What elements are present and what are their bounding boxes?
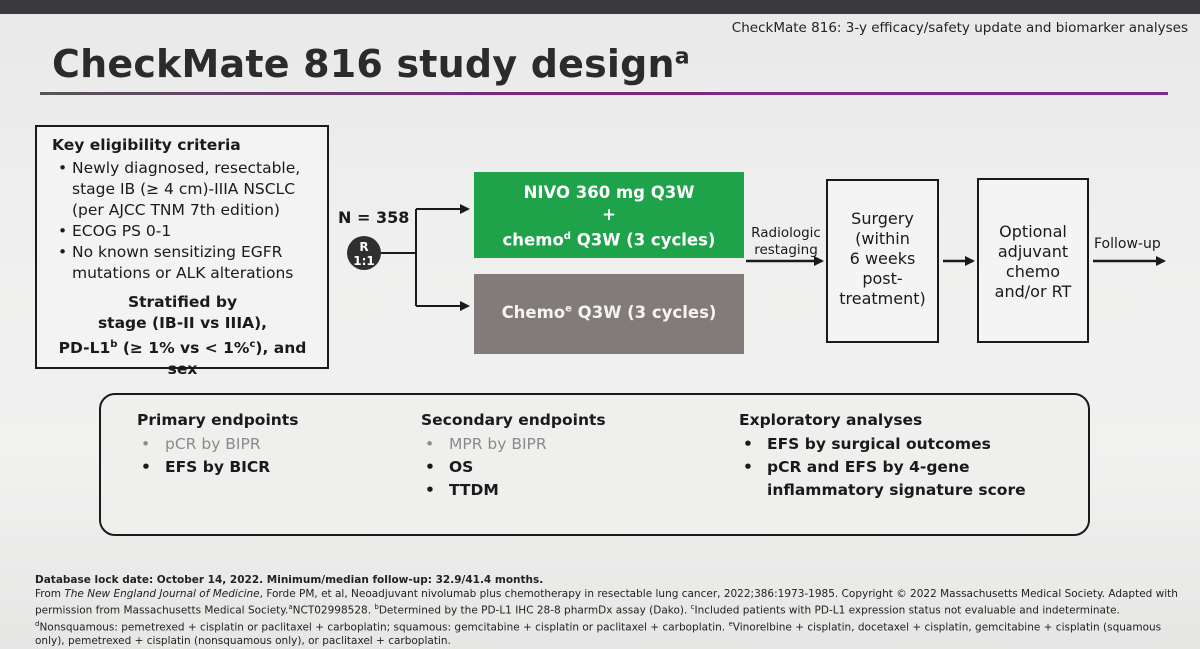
footnote-mark: b <box>110 339 118 350</box>
strat-text: ), and sex <box>167 339 307 379</box>
adjuvant-line: and/or RT <box>994 282 1072 301</box>
arm-text: chemo <box>502 230 564 250</box>
adjuvant-box: Optional adjuvant chemo and/or RT <box>977 178 1089 343</box>
fn-text: NCT02998528. <box>292 604 375 617</box>
restaging-label: Radiologic restaging <box>748 225 824 259</box>
surgery-line: treatment) <box>839 289 926 308</box>
adjuvant-line: chemo <box>1005 262 1061 281</box>
sample-size: N = 358 <box>338 208 410 227</box>
exploratory-heading: Exploratory analyses <box>739 411 923 429</box>
secondary-heading: Secondary endpoints <box>421 411 606 429</box>
strat-text: (≥ 1% vs < 1% <box>117 339 250 358</box>
strat-text: PD-L1 <box>58 339 111 358</box>
footnote-mark: c <box>690 603 695 611</box>
footnote-mark: a <box>288 603 293 611</box>
footnote-mark: e <box>728 620 733 628</box>
arm-text: Q3W (3 cycles) <box>571 303 717 322</box>
endpoints-box: Primary endpoints pCR by BIPR EFS by BIC… <box>99 393 1090 536</box>
header-tag: CheckMate 816: 3-y efficacy/safety updat… <box>731 20 1188 36</box>
surgery-line: 6 weeks <box>849 249 916 268</box>
restaging-line: restaging <box>754 242 818 258</box>
eligibility-item: ECOG PS 0-1 <box>58 221 313 242</box>
fn-text: Nonsquamous: pemetrexed + cisplatin or p… <box>39 621 729 634</box>
surgery-line: post- <box>862 269 903 288</box>
adjuvant-line: Optional <box>999 222 1067 241</box>
exploratory-analyses: Exploratory analyses EFS by surgical out… <box>739 409 1067 502</box>
footnote-mark: e <box>565 303 572 315</box>
stratification: Stratified by stage (IB-II vs IIIA), PD-… <box>52 292 313 380</box>
endpoint-item: pCR by BIPR <box>141 433 298 456</box>
randomization-badge: R 1:1 <box>347 236 381 270</box>
slide-title: CheckMate 816 study designa <box>52 42 690 86</box>
arm-text: Chemo <box>501 303 566 322</box>
rand-ratio: 1:1 <box>353 254 375 268</box>
footnote-mark: d <box>35 620 40 628</box>
fn-journal: The New England Journal of Medicine <box>64 587 260 600</box>
nivo-plus: + <box>602 205 616 224</box>
fn-text: From <box>35 587 65 600</box>
surgery-line: Surgery <box>851 209 914 228</box>
fn-text: Vinorelbine + cisplatin, docetaxel + cis… <box>35 621 1162 648</box>
footnote-mark: c <box>249 339 256 350</box>
adjuvant-line: adjuvant <box>997 242 1069 261</box>
primary-heading: Primary endpoints <box>137 411 299 429</box>
footnote-mark: d <box>563 231 571 242</box>
strat-line: stage (IB-II vs IIIA), <box>97 314 268 332</box>
secondary-endpoints: Secondary endpoints MPR by BIPR OS TTDM <box>421 409 606 502</box>
endpoint-item: EFS by BICR <box>141 456 298 479</box>
arm-text: Q3W (3 cycles) <box>570 230 716 250</box>
fn-text: , Forde PM, et al, Neoadjuvant nivolumab… <box>35 587 1178 617</box>
endpoint-item: EFS by surgical outcomes <box>743 433 1067 456</box>
top-band <box>0 0 1200 14</box>
eligibility-item: No known sensitizing EGFR mutations or A… <box>58 242 313 284</box>
footnote-text: From The New England Journal of Medicine… <box>35 588 1185 649</box>
endpoint-item: pCR and EFS by 4-gene inflammatory signa… <box>743 456 1067 502</box>
endpoint-item: TTDM <box>425 479 606 502</box>
database-lock: Database lock date: October 14, 2022. Mi… <box>35 574 544 586</box>
rand-letter: R <box>359 240 369 254</box>
primary-endpoints: Primary endpoints pCR by BIPR EFS by BIC… <box>137 409 298 479</box>
endpoint-item: OS <box>425 456 606 479</box>
footnote-mark: b <box>374 603 379 611</box>
title-divider <box>40 92 1168 95</box>
surgery-line: (within <box>855 229 910 248</box>
strat-line: Stratified by <box>127 293 238 311</box>
nivo-arm-box: NIVO 360 mg Q3W + chemod Q3W (3 cycles) <box>474 172 744 258</box>
restaging-line: Radiologic <box>751 225 821 241</box>
fn-text: Determined by the PD-L1 IHC 28-8 pharmDx… <box>378 604 691 617</box>
surgery-box: Surgery (within 6 weeks post- treatment) <box>826 179 939 343</box>
nivo-chemo: chemod Q3W (3 cycles) <box>474 226 744 252</box>
eligibility-heading: Key eligibility criteria <box>52 136 241 154</box>
eligibility-item: Newly diagnosed, resectable, stage IB (≥… <box>58 158 313 221</box>
eligibility-list: Newly diagnosed, resectable, stage IB (≥… <box>52 158 313 284</box>
endpoint-item: MPR by BIPR <box>425 433 606 456</box>
eligibility-box: Key eligibility criteria Newly diagnosed… <box>35 125 329 378</box>
followup-label: Follow-up <box>1094 236 1161 252</box>
chemo-arm-box: Chemoe Q3W (3 cycles) <box>474 274 744 354</box>
footnotes: Database lock date: October 14, 2022. Mi… <box>35 574 1185 649</box>
title-text: CheckMate 816 study design <box>52 42 675 86</box>
title-footnote-mark: a <box>674 44 690 70</box>
strat-line: PD-L1b (≥ 1% vs < 1%c), and sex <box>52 334 313 380</box>
nivo-dose: NIVO 360 mg Q3W <box>523 183 695 202</box>
fn-text: Included patients with PD-L1 expression … <box>694 604 1120 617</box>
